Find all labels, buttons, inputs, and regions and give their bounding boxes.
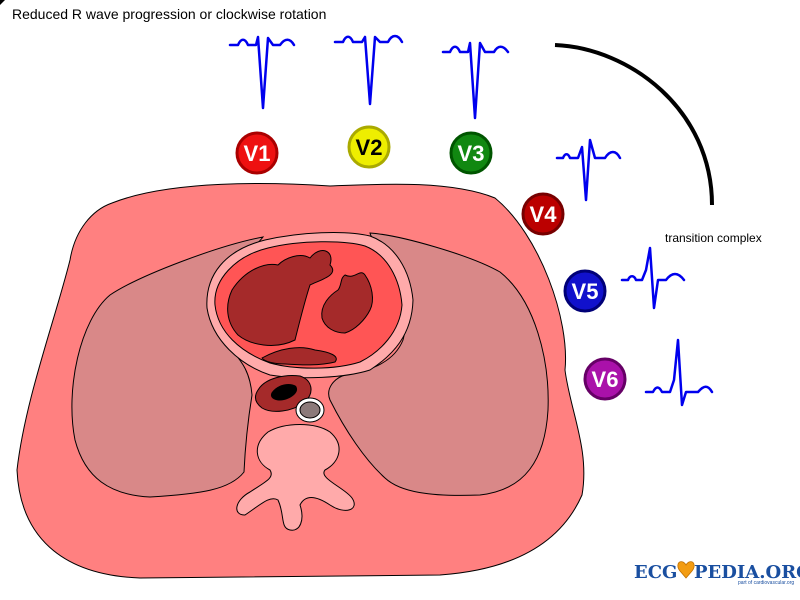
- ecg-trace-v2: [333, 34, 404, 106]
- lead-v2-label: V2: [356, 135, 383, 160]
- lead-v4: V4: [521, 192, 565, 236]
- ecg-traces: [228, 34, 714, 407]
- lead-v3: V3: [449, 131, 493, 175]
- lead-v1-label: V1: [244, 141, 271, 166]
- lead-v5: V5: [563, 269, 607, 313]
- right-ventricle: [227, 250, 333, 346]
- atrium: [261, 347, 337, 366]
- lead-v1-circle: [235, 131, 279, 175]
- aorta-lumen: [299, 401, 321, 419]
- lead-v2-circle: [347, 125, 391, 169]
- lead-v4-label: V4: [530, 202, 558, 227]
- corner-marker: [0, 0, 5, 5]
- logo-subtitle: part of cardiovascular.org: [738, 580, 794, 586]
- lead-v2: V2: [347, 125, 391, 169]
- transition-arc: [554, 43, 714, 206]
- spine: [236, 424, 355, 531]
- ecg-trace-v6: [644, 338, 714, 407]
- lead-v1: V1: [235, 131, 279, 175]
- ecg-trace-v3: [441, 41, 510, 120]
- logo-text-left: ECG: [634, 562, 677, 583]
- ecg-trace-v5: [620, 246, 686, 310]
- left-ventricle: [321, 272, 373, 334]
- lead-v6-label: V6: [592, 367, 619, 392]
- esophagus-lumen: [270, 384, 298, 401]
- thorax-cross-section: [16, 183, 585, 579]
- lead-v6: V6: [583, 357, 627, 401]
- transition-label: transition complex: [665, 231, 762, 245]
- heart-icon: [677, 561, 695, 579]
- logo-text-right: PEDIA.ORG: [694, 562, 800, 583]
- ecg-trace-v4: [555, 138, 622, 202]
- lead-v5-circle: [563, 269, 607, 313]
- diagram-title: Reduced R wave progression or clockwise …: [12, 6, 327, 22]
- lead-v5-label: V5: [572, 279, 599, 304]
- lead-v3-circle: [449, 131, 493, 175]
- lead-v3-label: V3: [458, 141, 485, 166]
- lead-v6-circle: [583, 357, 627, 401]
- ecgpedia-logo: ECG PEDIA.ORG part of cardiovascular.org: [634, 561, 800, 586]
- lead-v4-circle: [521, 192, 565, 236]
- ecg-trace-v1: [228, 35, 296, 110]
